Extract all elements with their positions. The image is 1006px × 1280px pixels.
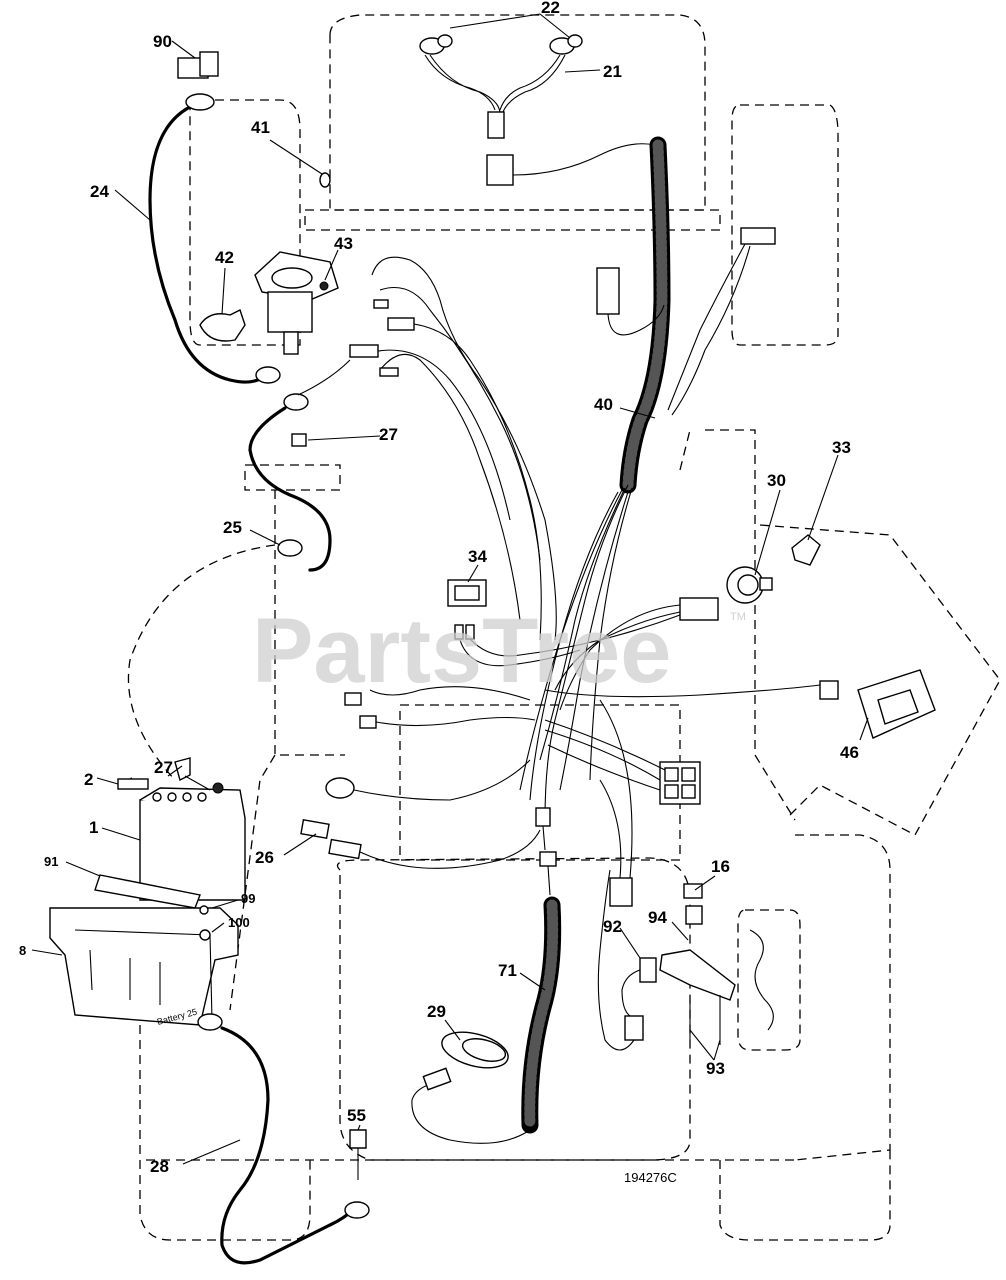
callout-28: 28 <box>150 1157 169 1176</box>
connector-26 <box>300 819 541 869</box>
headlight-connector <box>487 111 505 139</box>
callout-71: 71 <box>498 961 517 980</box>
nut-27-upper <box>291 433 307 447</box>
callout-99: 99 <box>241 891 255 906</box>
callout-93: 93 <box>706 1059 725 1078</box>
connector-upper-mid <box>387 317 415 331</box>
callout-21: 21 <box>603 62 622 81</box>
callout-30: 30 <box>767 471 786 490</box>
callout-25: 25 <box>223 518 242 537</box>
solenoid-43 <box>199 172 339 355</box>
conduit-71 <box>411 851 562 1144</box>
washer-100 <box>199 929 211 941</box>
battery-box-8 <box>49 907 239 1026</box>
callout-labels: 90 22 21 41 24 42 43 40 27 33 30 25 34 4… <box>19 0 859 1176</box>
callout-92: 92 <box>603 917 622 936</box>
callout-26: 26 <box>255 848 274 867</box>
callout-100: 100 <box>228 915 250 930</box>
bolt-55 <box>349 1129 367 1149</box>
callout-8: 8 <box>19 943 26 958</box>
battery-cable-28 <box>197 1013 370 1265</box>
callout-40: 40 <box>594 395 613 414</box>
callout-16: 16 <box>711 857 730 876</box>
callout-22: 22 <box>541 0 560 17</box>
ring-terminal-ground <box>325 777 355 799</box>
part-29 <box>422 1031 509 1091</box>
callout-27-upper: 27 <box>379 425 398 444</box>
connector-46 <box>819 680 839 700</box>
drawing-number: 194276C <box>624 1170 677 1185</box>
nut-27-lower <box>174 757 191 782</box>
callout-2: 2 <box>84 770 93 789</box>
headlight-assembly <box>419 34 656 186</box>
bracket-94 <box>659 949 736 1001</box>
callout-42: 42 <box>215 248 234 267</box>
battery-cable-25 <box>248 359 351 572</box>
callout-27-lower: 27 <box>154 758 173 777</box>
battery-cable-24 <box>148 51 281 384</box>
watermark-text: PartsTree <box>252 600 671 702</box>
callout-24: 24 <box>90 182 109 201</box>
part-33 <box>791 534 821 566</box>
nut-41 <box>319 172 331 188</box>
callout-46: 46 <box>840 743 859 762</box>
callout-34: 34 <box>468 547 487 566</box>
module-46 <box>857 669 936 739</box>
connector-lower-mid <box>609 877 633 907</box>
lower-harness-bundle <box>325 484 839 907</box>
callout-43: 43 <box>334 234 353 253</box>
connector-right-upper <box>740 227 776 245</box>
callout-29: 29 <box>427 1002 446 1021</box>
main-harness-conduit <box>619 136 671 494</box>
switch-30 <box>726 566 773 604</box>
connector-92 <box>597 869 657 1051</box>
leader-lines <box>31 13 869 1165</box>
bolt-2 <box>117 778 149 790</box>
connector-30 <box>679 597 719 621</box>
boot-42 <box>199 309 246 342</box>
connector-left-branch <box>596 267 620 315</box>
callout-1: 1 <box>89 818 98 837</box>
battery-assembly: Battery 25 <box>49 757 246 1027</box>
part-16 <box>683 883 703 899</box>
callout-90: 90 <box>153 32 172 51</box>
screw-99 <box>199 905 209 915</box>
callout-94: 94 <box>648 908 667 927</box>
callout-41: 41 <box>251 118 270 137</box>
seat-switch-area <box>659 883 801 1051</box>
callout-91: 91 <box>44 854 58 869</box>
upper-harness-branches <box>349 227 776 641</box>
watermark-trademark: TM <box>730 611 746 623</box>
callout-55: 55 <box>347 1106 366 1125</box>
callout-33: 33 <box>832 438 851 457</box>
